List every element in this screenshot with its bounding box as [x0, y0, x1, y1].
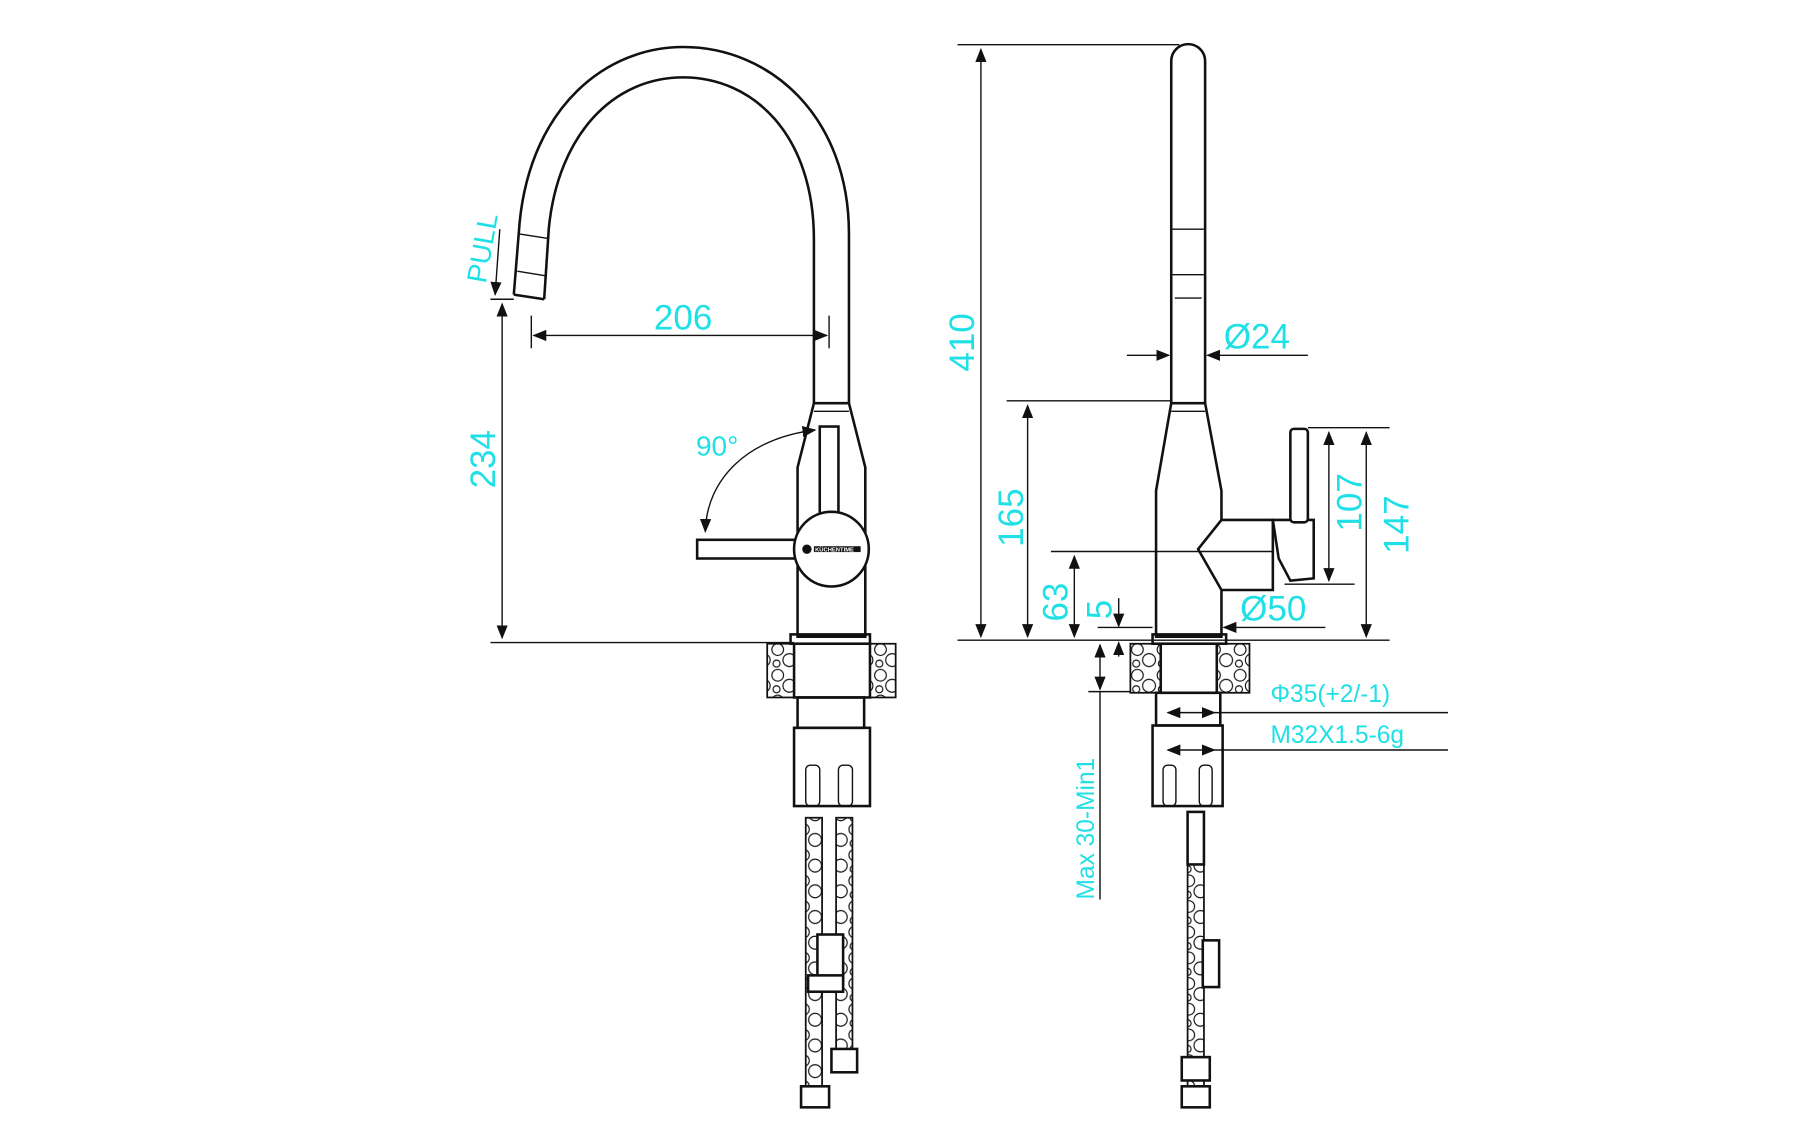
dim-counter-thickness: Max 30-Min1: [1073, 758, 1100, 900]
side-view-dimensions: 410 165 63 5 Ø24 Ø50 107 147 Φ35(+2/-1) …: [943, 43, 1448, 900]
dim-spout-diameter: Ø24: [1224, 317, 1290, 356]
front-view-faucet: KÜCHENTIME: [512, 45, 897, 1109]
dim-reach: 206: [654, 299, 712, 338]
dim-body-height: 165: [992, 488, 1031, 546]
dim-lever-angle: 90°: [696, 431, 738, 462]
dim-base-diameter: Ø50: [1240, 589, 1306, 628]
dim-base-height: 5: [1081, 600, 1120, 619]
dim-thread: M32X1.5-6g: [1271, 722, 1405, 749]
dim-mounting-hole: Φ35(+2/-1): [1271, 681, 1391, 708]
dim-lever-axis-height: 63: [1036, 583, 1075, 622]
dim-lever-top-height: 147: [1377, 495, 1416, 553]
side-view-faucet: [1129, 42, 1315, 1109]
dim-spout-height: 234: [464, 430, 503, 488]
dim-lever-height: 107: [1331, 473, 1370, 531]
logo-text: KÜCHENTIME: [815, 546, 854, 553]
front-view-dimensions: 234 206 PULL 90°: [461, 211, 830, 644]
pull-label: PULL: [461, 211, 504, 285]
dim-total-height: 410: [943, 313, 982, 371]
